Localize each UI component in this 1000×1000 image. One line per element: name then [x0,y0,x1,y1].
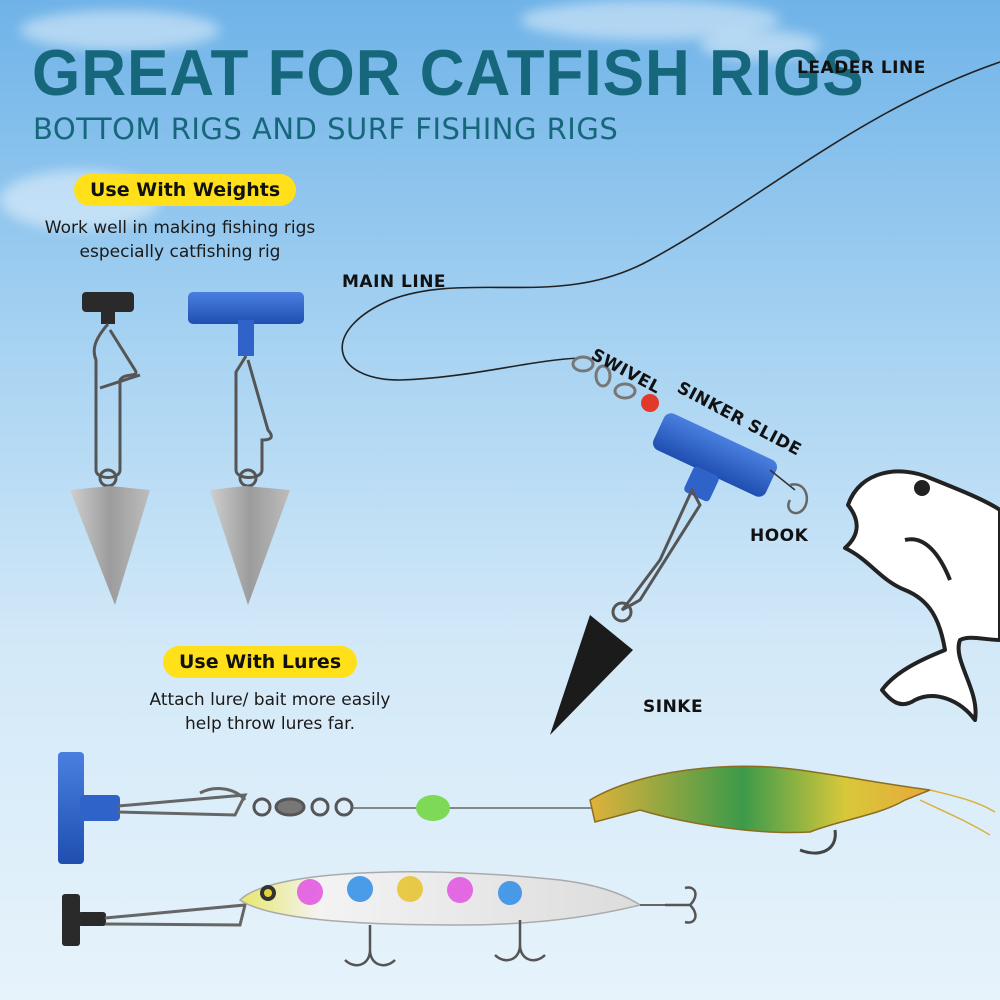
leader-line [341,61,1000,381]
minnow-lure-rig [62,871,697,967]
swivel-icon [252,797,354,817]
weights-badge: Use With Weights [74,174,297,206]
swivel-icon [571,355,637,400]
leader-to-hook [769,469,796,491]
snap-clip-icon [620,486,702,612]
pyramid-sinker-icon [550,615,633,735]
shrimp-lure-icon [589,765,931,834]
green-bead [416,795,450,821]
pyramid-sinker-icon [70,486,150,605]
minnow-lure-icon [238,871,642,926]
weights-description-line: Work well in making fishing rigs [44,218,316,238]
snap-clip-icon [117,793,248,817]
cloud [520,0,780,40]
cloud [20,10,220,50]
hook-icon [799,829,837,855]
lures-description-line: help throw lures far. [185,714,355,734]
leader-line-label: LEADER LINE [797,58,926,78]
hook-label: HOOK [750,526,809,546]
snap-clip-icon [104,903,247,927]
page-title: GREAT FOR CATFISH RIGS [32,37,865,110]
bass-fish-icon [843,469,1000,722]
treble-hook-icon [344,925,396,967]
weights-description: Work well in making fishing rigs especia… [20,216,340,264]
lures-description-line: Attach lure/ bait more easily [149,690,391,710]
black-slide-weight [70,292,150,605]
shrimp-lure-rig [58,752,996,864]
treble-hook-icon [494,920,546,962]
snap-clip-icon [92,323,138,479]
pyramid-sinker-icon [210,486,290,605]
red-bead [641,394,659,412]
lures-badge: Use With Lures [163,646,358,678]
sinker-label: SINKE [643,697,704,717]
page-subtitle: BOTTOM RIGS AND SURF FISHING RIGS [33,112,619,146]
snap-clip-icon [234,355,273,479]
treble-hook-icon [665,886,697,924]
blue-slide-weight [188,292,304,605]
lures-description: Attach lure/ bait more easily help throw… [110,688,430,736]
cloud [700,30,820,60]
main-line-label: MAIN LINE [342,272,447,292]
weights-description-line: especially catfishing rig [79,242,281,262]
hook-icon [787,483,809,515]
